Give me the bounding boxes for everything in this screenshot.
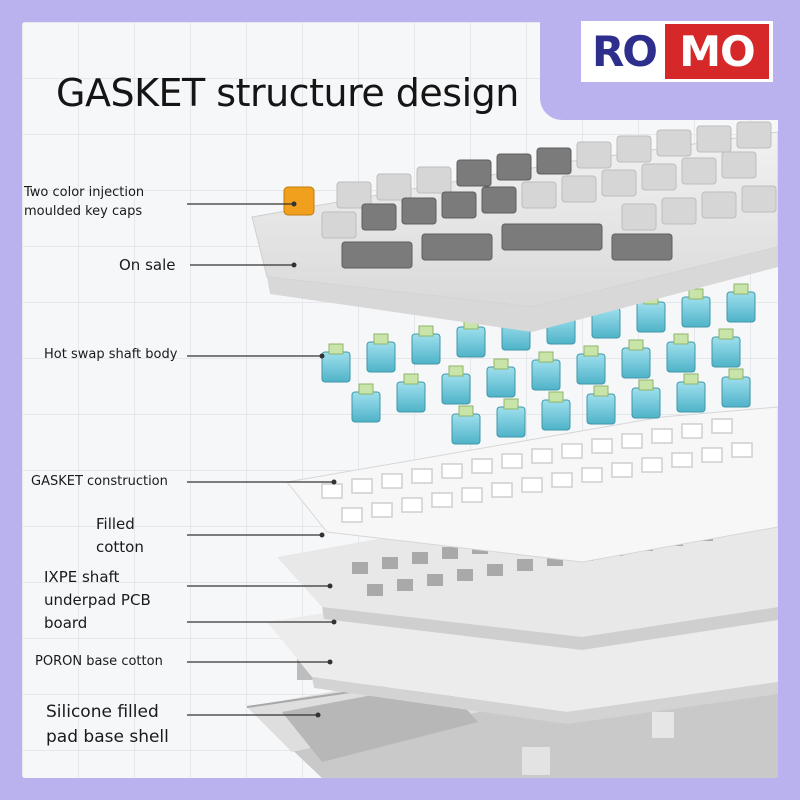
logo-text-right: MO (665, 24, 769, 79)
product-infographic: GASKET structure design Two color inject… (22, 22, 778, 778)
logo-text-left: RO (583, 23, 665, 80)
brand-logo: RO MO (583, 23, 771, 80)
page-title: GASKET structure design (56, 71, 519, 115)
label-base-shell: Silicone filled pad base shell (46, 700, 169, 750)
label-filled-cotton: Filled cotton (96, 513, 144, 559)
label-ixpe-pcb: IXPE shaft underpad PCB board (44, 566, 151, 635)
label-poron: PORON base cotton (35, 652, 163, 671)
gasket-plate-layer (287, 407, 778, 562)
label-gasket: GASKET construction (31, 472, 168, 491)
label-keycaps: Two color injection moulded key caps (24, 183, 144, 221)
accent-keycap (284, 187, 314, 215)
label-on-sale: On sale (119, 254, 175, 277)
label-switches: Hot swap shaft body (44, 345, 177, 364)
